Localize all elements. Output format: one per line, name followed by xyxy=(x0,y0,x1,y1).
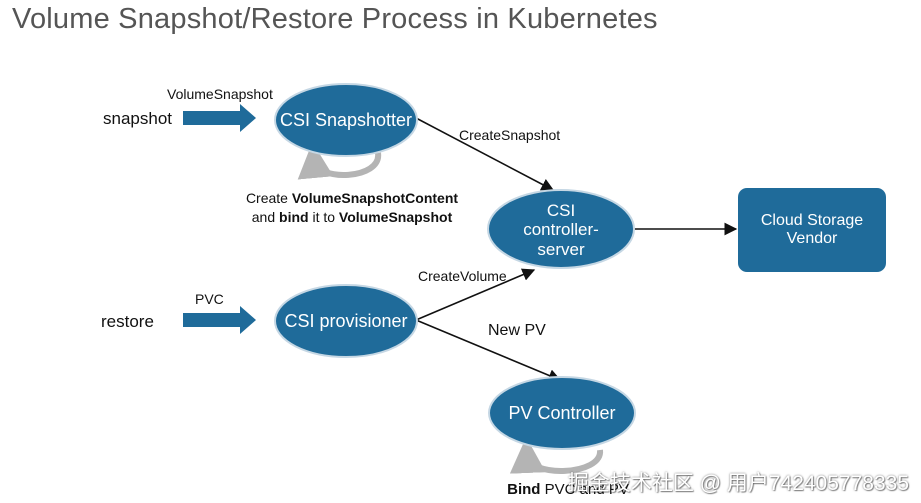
csi-controller-line-2: controller- xyxy=(523,220,599,240)
csi-controller-line-3: server xyxy=(537,239,585,259)
restore-input-label: restore xyxy=(101,312,154,331)
csi-controller-server-label: CSI controller- server xyxy=(490,195,632,265)
bind-pvc-pv-note: Bind PVC and PV xyxy=(488,480,648,501)
new-pv-connector xyxy=(415,319,562,382)
csi-snapshotter-node xyxy=(274,83,418,157)
snapshot-input-arrow xyxy=(183,104,256,132)
snapshotter-loop-arrow xyxy=(297,142,382,180)
csi-controller-server-node xyxy=(487,189,635,269)
csi-provisioner-label: CSI provisioner xyxy=(284,310,408,331)
pvc-input-label: PVC xyxy=(195,291,224,307)
diagram-title: Volume Snapshot/Restore Process in Kuber… xyxy=(12,3,658,35)
csi-snapshotter-label: CSI Snapshotter xyxy=(279,109,413,130)
watermark: 掘金技术社区 @ 用户742405778335 xyxy=(567,472,909,495)
cloud-line-1: Cloud Storage xyxy=(760,211,864,229)
cloud-line-2: Vendor xyxy=(786,230,838,247)
note-line-1: Create VolumeSnapshotContent xyxy=(245,190,459,206)
note-line-2: and bind it to VolumeSnapshot xyxy=(251,208,453,225)
cloud-storage-vendor-node xyxy=(738,188,886,272)
create-snapshot-connector xyxy=(415,117,555,191)
pv-controller-loop-arrow xyxy=(509,437,603,474)
new-pv-label: New PV xyxy=(488,322,546,339)
restore-input-arrow xyxy=(183,306,256,334)
snapshot-content-note: Create VolumeSnapshotContent and bind it… xyxy=(234,188,470,228)
snapshot-input-label: snapshot xyxy=(103,109,172,128)
create-volume-label: CreateVolume xyxy=(418,268,507,284)
csi-controller-line-1: CSI xyxy=(546,200,576,220)
cloud-storage-vendor-label: Cloud Storage Vendor xyxy=(738,206,886,254)
pv-controller-node xyxy=(488,376,636,450)
pv-controller-label: PV Controller xyxy=(508,402,616,423)
create-snapshot-label: CreateSnapshot xyxy=(459,127,561,143)
volumesnapshot-input-label: VolumeSnapshot xyxy=(167,86,273,102)
create-volume-connector xyxy=(415,268,536,321)
csi-provisioner-node xyxy=(274,284,418,358)
